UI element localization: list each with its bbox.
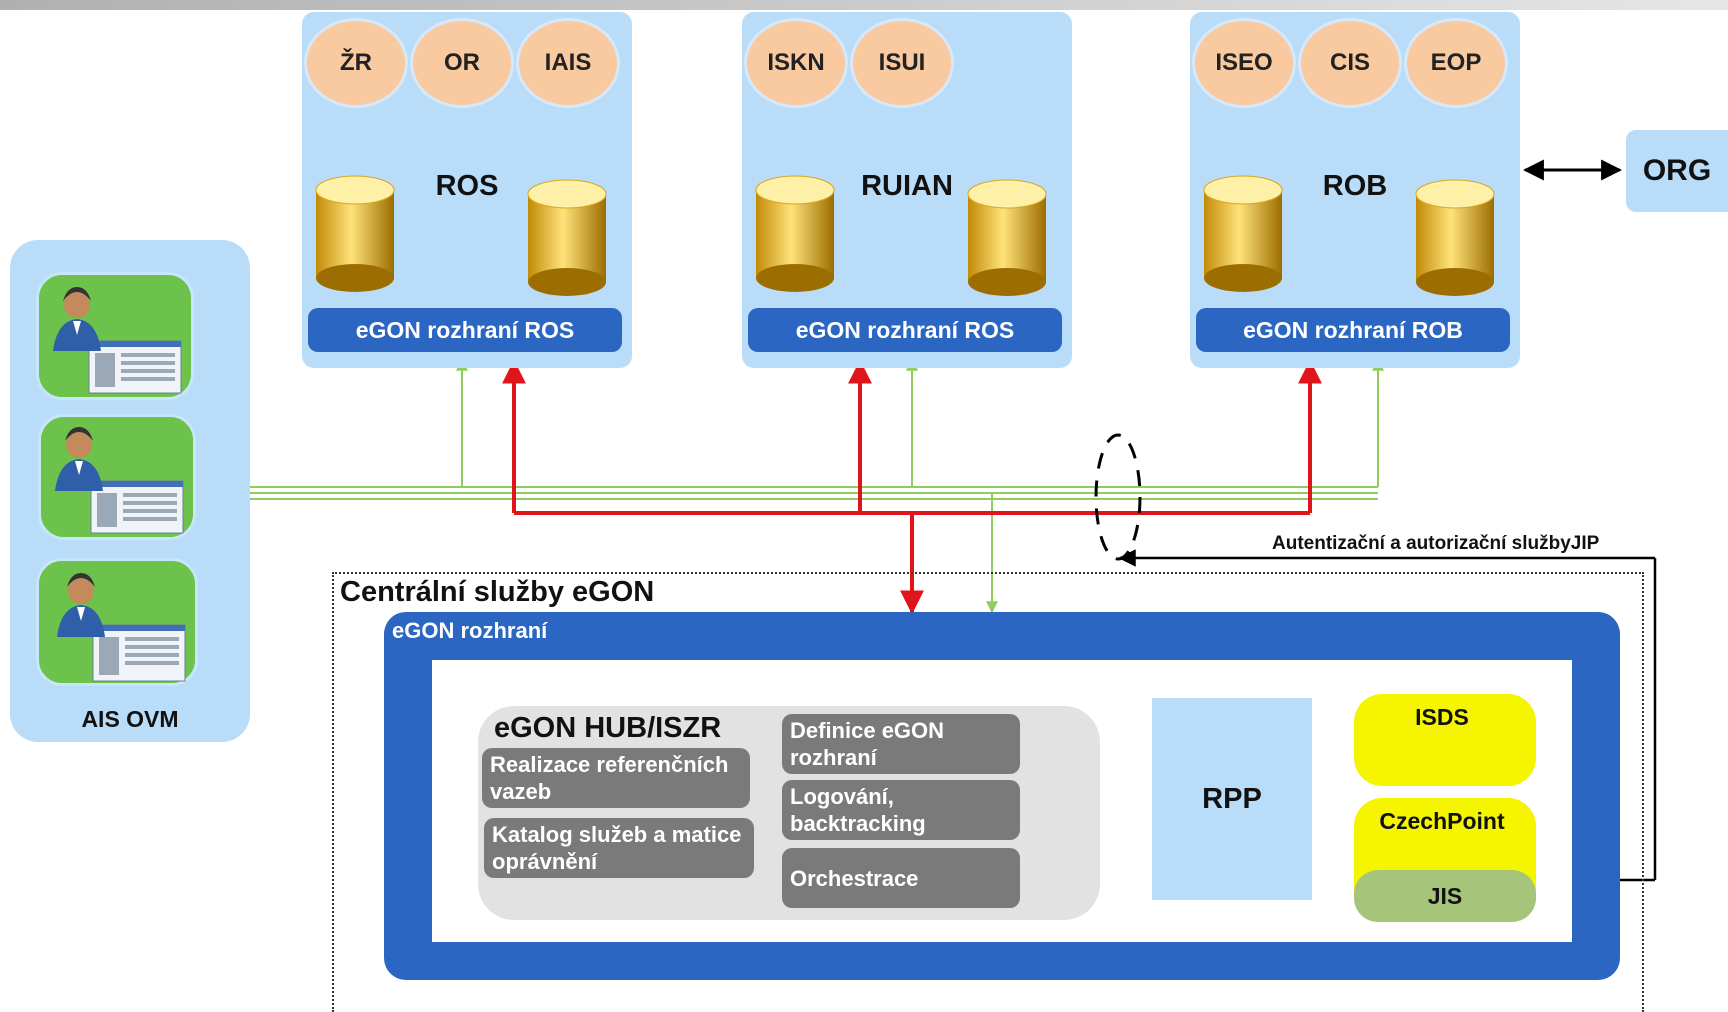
panel-rob: ISEO CIS EOP ROB eGON rozhraní ROB (1190, 12, 1520, 368)
system-name-ruian: RUIAN (861, 170, 953, 202)
rpp-box: RPP (1152, 698, 1312, 900)
source-zr: ŽR (304, 18, 408, 108)
user-app-icon (53, 287, 182, 394)
rpp-label: RPP (1202, 782, 1262, 815)
czechpoint-box: CzechPoint JIS (1354, 798, 1536, 922)
database-icon (967, 179, 1047, 296)
green-bus (250, 358, 1384, 614)
org-label: ORG (1642, 154, 1712, 187)
central-services-frame (332, 572, 1644, 1012)
top-bar (0, 0, 1728, 10)
source-eop: EOP (1404, 18, 1508, 108)
jis-box: JIS (1354, 870, 1536, 922)
database-icon (1203, 175, 1283, 292)
panel-ros: ŽR OR IAIS ROS eGON rozhraní ROS (302, 12, 632, 368)
hub-item-katalog-sluzeb: Katalog služeb a matice oprávnění (484, 818, 754, 878)
auth-label: Autentizační a autorizační službyJIP (1272, 533, 1600, 554)
central-services-title: Centrální služby eGON (340, 576, 655, 608)
database-icon (527, 179, 607, 296)
source-isui: ISUI (850, 18, 954, 108)
ais-ovm-label: AIS OVM (81, 706, 179, 732)
source-iais: IAIS (516, 18, 620, 108)
hub-title: eGON HUB/ISZR (494, 712, 722, 744)
hub-item-orchestrace: Orchestrace (782, 848, 1020, 908)
panel-ruian: ISKN ISUI RUIAN eGON rozhraní ROS (742, 12, 1072, 368)
jis-label: JIS (1427, 882, 1463, 909)
source-iskn: ISKN (744, 18, 848, 108)
egon-interface-label: eGON rozhraní (392, 618, 548, 643)
isds-box: ISDS (1354, 694, 1536, 786)
interface-ros: eGON rozhraní ROS (308, 308, 622, 352)
system-name-ros: ROS (435, 170, 499, 202)
dashed-ellipse (1094, 433, 1142, 561)
source-cis: CIS (1298, 18, 1402, 108)
user-app-icon (55, 427, 184, 534)
user-workstation-1 (36, 272, 194, 400)
user-workstation-3 (36, 558, 198, 686)
database-icon (315, 175, 395, 292)
ais-ovm-panel: AIS OVM (10, 240, 250, 742)
database-icon (755, 175, 835, 292)
hub-item-logovani: Logování, backtracking (782, 780, 1020, 840)
database-icon (1415, 179, 1495, 296)
interface-ruian: eGON rozhraní ROS (748, 308, 1062, 352)
source-iseo: ISEO (1192, 18, 1296, 108)
system-name-rob: ROB (1322, 170, 1388, 202)
isds-label: ISDS (1415, 704, 1469, 730)
czechpoint-label: CzechPoint (1379, 808, 1505, 834)
red-bus (502, 359, 1322, 615)
interface-rob: eGON rozhraní ROB (1196, 308, 1510, 352)
user-app-icon (57, 573, 186, 682)
source-or: OR (410, 18, 514, 108)
hub-item-definice-rozhrani: Definice eGON rozhraní (782, 714, 1020, 774)
user-workstation-2 (38, 414, 196, 540)
hub-item-referencni-vazby: Realizace referenčních vazeb (482, 748, 750, 808)
org-box: ORG (1626, 130, 1728, 212)
